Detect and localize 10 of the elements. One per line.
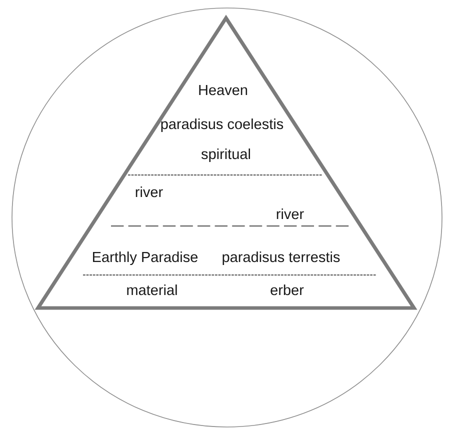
pyramid-label: river [136,186,163,198]
outer-circle [12,8,442,428]
pyramid-label: paradisus coelestis [161,118,284,132]
pyramid-label: Earthly Paradise [93,252,198,266]
pyramid-label: paradisus terrestis [222,252,340,266]
pyramid-label: spiritual [201,148,250,162]
pyramid-label: erber [270,284,304,296]
pyramid-label: Heaven [199,85,248,96]
pyramid-label: river [276,208,304,220]
pyramid-label: material [127,284,177,296]
